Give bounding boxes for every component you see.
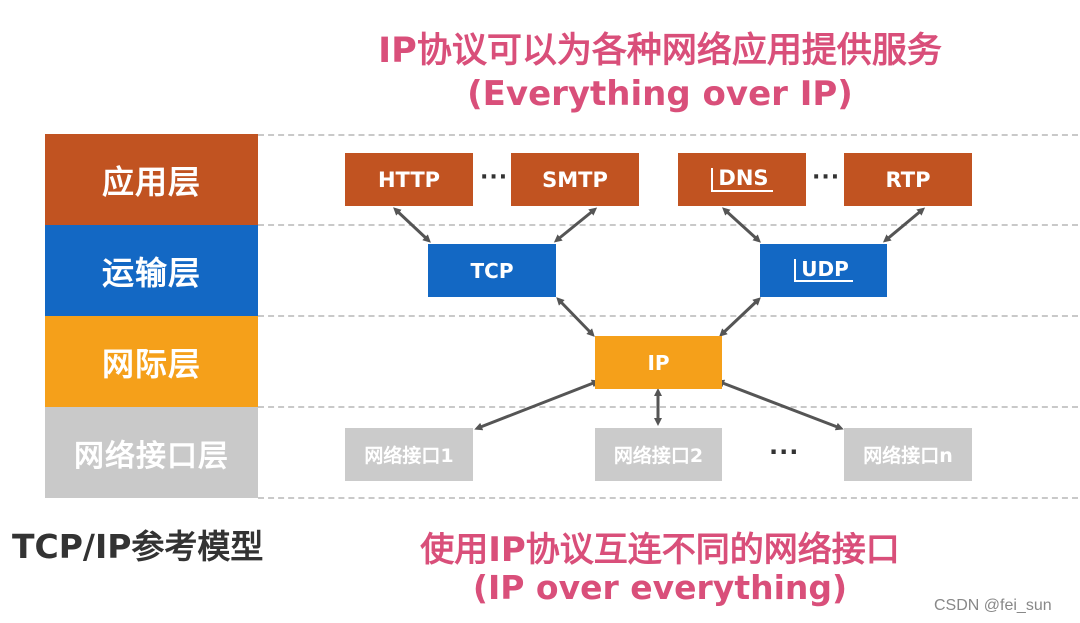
arrow-http-tcp [393, 207, 431, 243]
layer-transport: 运输层 [45, 225, 258, 316]
arrow-udp-ip [719, 297, 761, 337]
model-label: TCP/IP参考模型 [12, 527, 264, 566]
separator-transport-internet [258, 315, 1078, 317]
layer-network-interface: 网络接口层 [45, 407, 258, 498]
app-ellipsis-right: ··· [812, 165, 841, 190]
protocol-dns: DNS [711, 167, 773, 192]
protocol-udp: UDP [794, 259, 853, 282]
layer-application: 应用层 [45, 134, 258, 225]
separator-top [258, 134, 1078, 136]
protocol-tcp: TCP [428, 244, 556, 297]
protocol-ip: IP [595, 336, 722, 389]
bottom-title-line2: (IP over everything) [472, 568, 848, 607]
layer-internet: 网际层 [45, 316, 258, 407]
arrow-tcp-ip [556, 297, 595, 337]
protocol-rtp: RTP [844, 153, 972, 206]
protocol-http: HTTP [345, 153, 473, 206]
top-title-line2: (Everything over IP) [467, 74, 853, 114]
interface-ellipsis: ··· [769, 438, 800, 466]
app-ellipsis-left: ··· [480, 165, 509, 190]
separator-app-transport [258, 224, 1078, 226]
arrow-rtp-udp [882, 207, 926, 243]
arrow-ip-if1 [474, 379, 600, 431]
arrow-ip-ifn [716, 379, 844, 431]
protocol-udp-box: UDP [760, 244, 887, 297]
arrow-smtp-tcp [553, 207, 598, 243]
arrow-dns-udp [722, 207, 761, 243]
watermark: CSDN @fei_sun [934, 597, 1052, 614]
protocol-smtp: SMTP [511, 153, 639, 206]
network-interface-n: 网络接口n [844, 428, 972, 481]
top-title-line1: IP协议可以为各种网络应用提供服务 [378, 31, 942, 71]
separator-bottom [258, 497, 1078, 499]
separator-internet-interface [258, 406, 1078, 408]
bottom-title-line1: 使用IP协议互连不同的网络接口 [420, 530, 900, 570]
protocol-dns-box: DNS [678, 153, 806, 206]
network-interface-1: 网络接口1 [345, 428, 473, 481]
network-interface-2: 网络接口2 [595, 428, 722, 481]
